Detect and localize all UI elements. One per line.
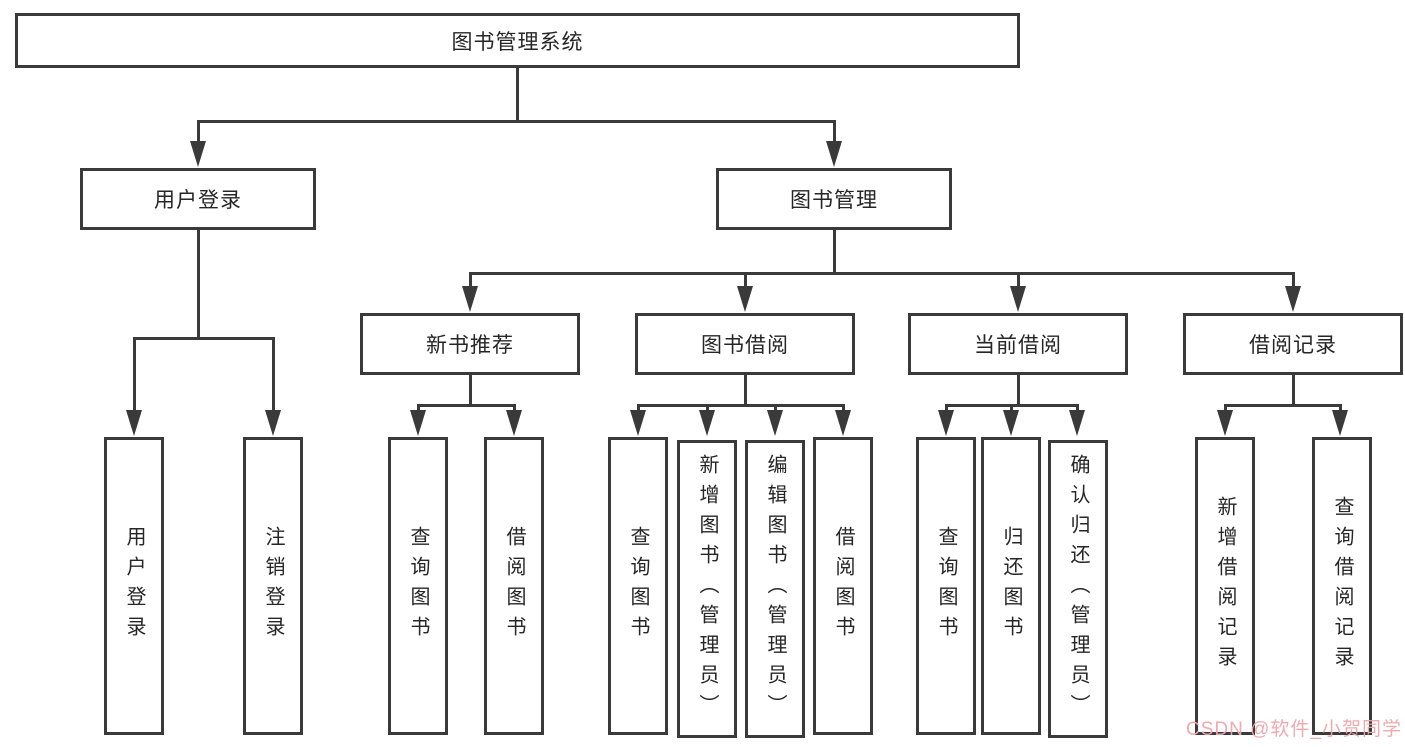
arrowhead-g2-leaf3	[767, 410, 783, 436]
connector-drop-g1-leaf2	[513, 404, 516, 414]
leaf-label: 借阅图书	[832, 526, 854, 646]
node-label: 用户登录	[154, 189, 242, 212]
arrowhead-book-mgmt	[826, 141, 842, 167]
leaf-label: 归还图书	[1000, 526, 1022, 646]
connector-user-login-bus	[133, 337, 275, 340]
leaf-query-books-3: 查询图书	[916, 437, 976, 735]
arrowhead-current-borrow	[1010, 286, 1026, 312]
connector-drop-new-book	[469, 272, 472, 290]
arrowhead-new-book	[462, 286, 478, 312]
leaf-label: 新增图书（管理员）	[696, 454, 718, 724]
csdn-watermark: CSDN @软件_小贺同学	[1186, 719, 1402, 740]
connector-borrow-records-bus	[1224, 404, 1342, 407]
connector-drop-borrow-records	[1292, 272, 1295, 290]
leaf-borrow-books-1: 借阅图书	[484, 437, 544, 735]
leaf-label: 用户登录	[123, 526, 145, 646]
node-label: 图书借阅	[701, 334, 789, 357]
leaf-label: 注销登录	[262, 526, 284, 646]
connector-drop-book-mgmt	[833, 120, 836, 146]
leaf-add-book-admin: 新增图书（管理员）	[677, 440, 737, 738]
connector-drop-book-borrow	[744, 272, 747, 290]
node-label: 图书管理系统	[451, 30, 584, 54]
node-book-borrow: 图书借阅	[635, 313, 855, 375]
connector-new-book-bus	[417, 404, 516, 407]
arrowhead-book-borrow	[737, 286, 753, 312]
arrowhead-g1-leaf1	[410, 410, 426, 436]
leaf-label: 新增借阅记录	[1214, 496, 1236, 676]
connector-level2-bus	[197, 120, 836, 123]
arrowhead-g2-leaf2	[699, 410, 715, 436]
connector-book-borrow-stem	[744, 375, 747, 407]
node-label: 当前借阅	[974, 334, 1062, 357]
connector-drop-g2-leaf3	[774, 404, 777, 414]
node-current-borrow: 当前借阅	[908, 313, 1128, 375]
node-user-login: 用户登录	[80, 168, 316, 230]
leaf-label: 查询图书	[407, 526, 429, 646]
leaf-label: 查询图书	[935, 526, 957, 646]
node-library-system: 图书管理系统	[15, 13, 1020, 68]
node-new-book-recommend: 新书推荐	[360, 313, 580, 375]
connector-drop-leaf-user-login	[133, 337, 136, 414]
connector-drop-g3-leaf3	[1076, 404, 1079, 414]
connector-drop-g4-leaf1	[1224, 404, 1227, 414]
node-label: 新书推荐	[426, 334, 514, 357]
node-label: 图书管理	[790, 189, 878, 212]
connector-drop-g3-leaf2	[1010, 404, 1013, 414]
leaf-label: 确认归还（管理员）	[1067, 454, 1089, 724]
arrowhead-g2-leaf1	[630, 410, 646, 436]
connector-drop-leaf-logout	[272, 337, 275, 414]
connector-user-login-stem	[197, 230, 200, 340]
connector-drop-g4-leaf2	[1339, 404, 1342, 414]
connector-drop-g2-leaf2	[706, 404, 709, 414]
node-label: 借阅记录	[1249, 334, 1337, 357]
arrowhead-g3-leaf3	[1069, 410, 1085, 436]
connector-borrow-records-stem	[1292, 375, 1295, 407]
connector-drop-user-login	[197, 120, 200, 146]
leaf-label: 查询图书	[627, 526, 649, 646]
arrowhead-g3-leaf2	[1003, 410, 1019, 436]
arrowhead-g4-leaf2	[1332, 410, 1348, 436]
connector-current-borrow-stem	[1017, 375, 1020, 407]
arrowhead-user-login	[190, 141, 206, 167]
leaf-logout: 注销登录	[243, 437, 303, 735]
arrowhead-g1-leaf2	[506, 410, 522, 436]
connector-book-mgmt-stem	[833, 230, 836, 275]
leaf-label: 编辑图书（管理员）	[764, 454, 786, 724]
connector-level3-bus	[469, 272, 1295, 275]
leaf-confirm-return-admin: 确认归还（管理员）	[1048, 440, 1108, 738]
connector-drop-g2-leaf1	[637, 404, 640, 414]
connector-root-stem	[516, 68, 519, 121]
leaf-user-login: 用户登录	[104, 437, 164, 735]
connector-new-book-stem	[469, 375, 472, 407]
leaf-query-borrow-record: 查询借阅记录	[1312, 437, 1372, 735]
leaf-label: 查询借阅记录	[1331, 496, 1353, 676]
node-borrow-records: 借阅记录	[1183, 313, 1403, 375]
leaf-return-books: 归还图书	[981, 437, 1041, 735]
arrowhead-g4-leaf1	[1217, 410, 1233, 436]
arrowhead-leaf-logout	[265, 410, 281, 436]
leaf-add-borrow-record: 新增借阅记录	[1195, 437, 1255, 735]
connector-drop-g2-leaf4	[842, 404, 845, 414]
leaf-edit-book-admin: 编辑图书（管理员）	[745, 440, 805, 738]
connector-drop-g3-leaf1	[945, 404, 948, 414]
connector-drop-g1-leaf1	[417, 404, 420, 414]
arrowhead-g2-leaf4	[835, 410, 851, 436]
connector-drop-current-borrow	[1017, 272, 1020, 290]
leaf-label: 借阅图书	[503, 526, 525, 646]
leaf-query-books-2: 查询图书	[608, 437, 668, 735]
arrowhead-leaf-user-login	[126, 410, 142, 436]
leaf-query-books-1: 查询图书	[388, 437, 448, 735]
arrowhead-g3-leaf1	[938, 410, 954, 436]
node-book-management: 图书管理	[716, 168, 952, 230]
leaf-borrow-books-2: 借阅图书	[813, 437, 873, 735]
arrowhead-borrow-records	[1285, 286, 1301, 312]
connector-book-borrow-bus	[637, 404, 845, 407]
